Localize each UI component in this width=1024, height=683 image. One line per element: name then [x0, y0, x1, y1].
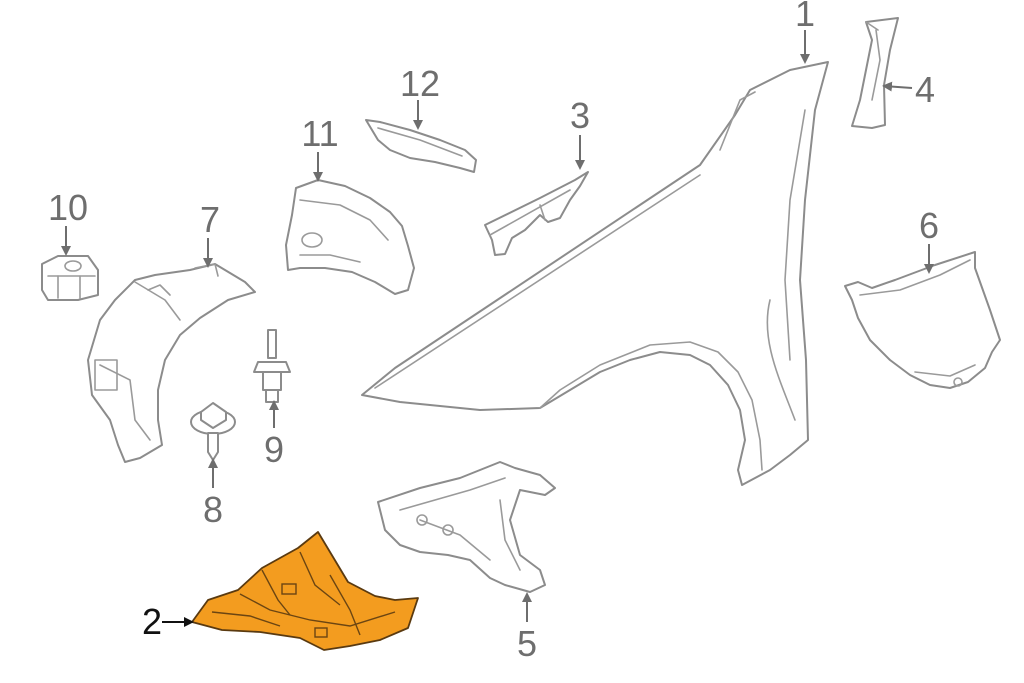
part-7-wheel-liner — [87, 263, 256, 463]
callout-1: 1 — [795, 0, 815, 34]
part-6-liner-rear — [844, 251, 1001, 389]
part-2-splash-shield — [191, 531, 419, 651]
callout-11: 11 — [301, 113, 338, 154]
callout-9: 9 — [264, 429, 284, 470]
callout-2: 2 — [142, 601, 162, 642]
part-11-housing — [285, 179, 415, 295]
callout-3: 3 — [570, 95, 590, 136]
callout-12: 12 — [400, 63, 440, 104]
part-4-pillar-bracket — [851, 17, 899, 129]
leader-lines — [61, 30, 934, 627]
part-3-support-rail — [484, 171, 589, 256]
callout-labels: 1 2 3 4 5 6 7 8 9 10 11 12 — [48, 0, 939, 664]
part-10-clip-nut — [41, 255, 99, 301]
callout-5: 5 — [517, 623, 537, 664]
part-1-fender — [361, 61, 829, 486]
part-12-upper-bracket — [365, 119, 477, 173]
part-9-stud — [253, 329, 291, 403]
leader-4 — [882, 81, 913, 92]
callout-10: 10 — [48, 187, 88, 228]
part-8-bolt — [190, 402, 236, 461]
part-5-fender-bracket — [377, 461, 556, 593]
callout-4: 4 — [915, 69, 935, 110]
callout-7: 7 — [200, 199, 220, 240]
callout-6: 6 — [919, 205, 939, 246]
callout-8: 8 — [203, 489, 223, 530]
